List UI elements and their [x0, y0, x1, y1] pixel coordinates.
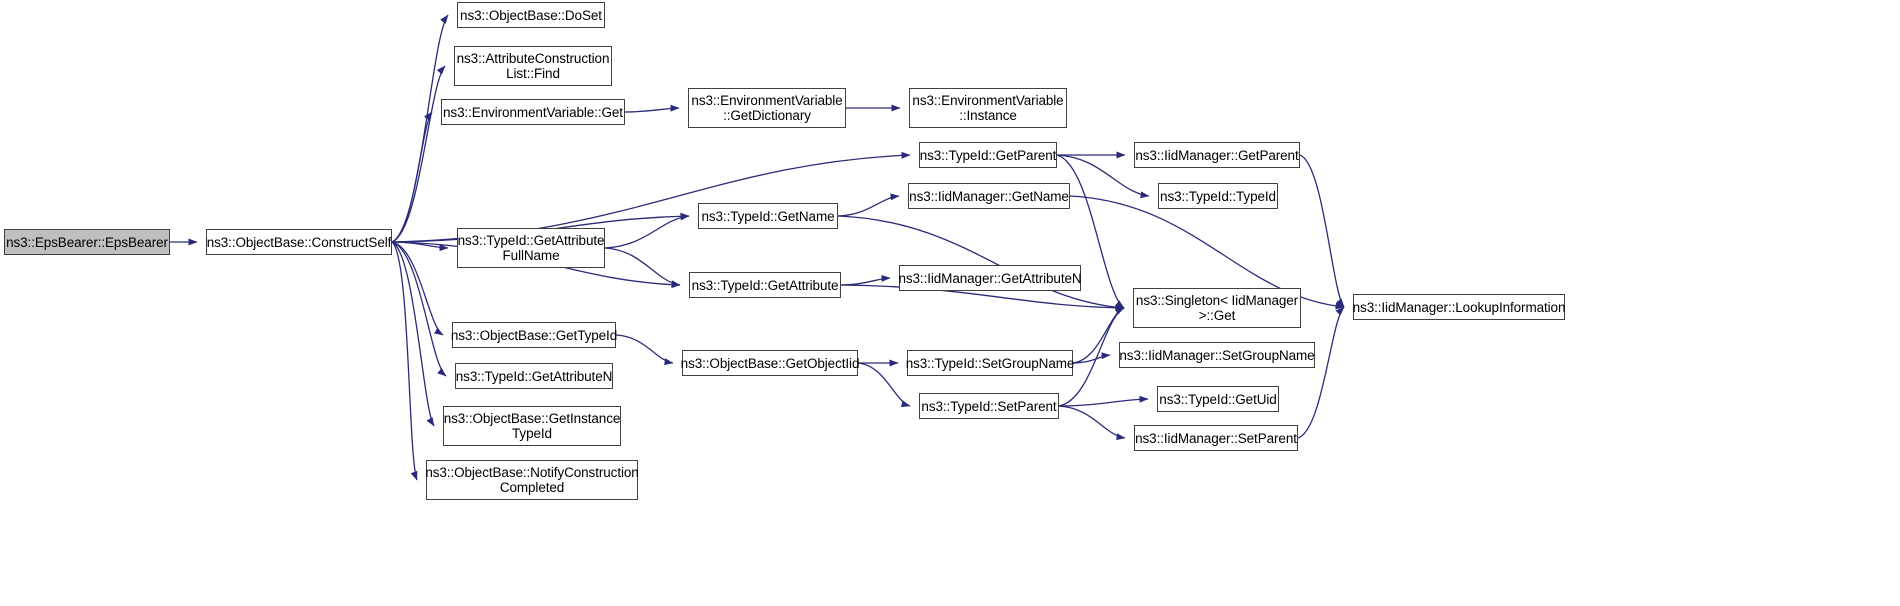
edge-tid_getattribute-to-iid_getattributen [840, 274, 891, 286]
edge-tid_setgroupname-to-singleton_get [1072, 307, 1125, 364]
edge-tid_setgroupname-to-iid_setgroupname [1072, 352, 1111, 364]
graph-node-eps_bearer[interactable]: ns3::EpsBearer::EpsBearer [4, 229, 170, 255]
edge-construct_self-to-ob_getinstancetypeid [391, 241, 435, 427]
edge-iid_getparent-to-iid_lookupinformation [1299, 154, 1345, 308]
graph-node-tid_getname[interactable]: ns3::TypeId::GetName [698, 203, 838, 229]
graph-node-tid_getparent[interactable]: ns3::TypeId::GetParent [919, 142, 1057, 168]
graph-node-do_set[interactable]: ns3::ObjectBase::DoSet [457, 2, 605, 28]
graph-node-env_get[interactable]: ns3::EnvironmentVariable::Get [441, 99, 625, 125]
edge-tid_getname-to-iid_getname [837, 193, 900, 217]
graph-node-ob_getinstancetypeid[interactable]: ns3::ObjectBase::GetInstance TypeId [443, 406, 621, 446]
edge-construct_self-to-ob_notifyconstruction [391, 241, 418, 481]
graph-node-iid_setparent[interactable]: ns3::IidManager::SetParent [1134, 425, 1298, 451]
graph-node-acl_find[interactable]: ns3::AttributeConstruction List::Find [454, 46, 612, 86]
graph-node-tid_getattribute[interactable]: ns3::TypeId::GetAttribute [689, 272, 841, 298]
graph-node-tid_getuid[interactable]: ns3::TypeId::GetUid [1157, 386, 1279, 412]
graph-node-tid_getattrfullname[interactable]: ns3::TypeId::GetAttribute FullName [457, 228, 605, 268]
edge-ob_getobjectiid-to-tid_setparent [857, 362, 911, 408]
edge-tid_getattrfullname-to-tid_getattribute [604, 247, 681, 288]
graph-node-iid_lookupinformation[interactable]: ns3::IidManager::LookupInformation [1353, 294, 1565, 320]
graph-node-env_getdict[interactable]: ns3::EnvironmentVariable ::GetDictionary [688, 88, 846, 128]
graph-node-ob_getobjectiid[interactable]: ns3::ObjectBase::GetObjectIid [681, 350, 859, 376]
edge-construct_self-to-tid_getattrfullname [391, 241, 449, 252]
edge-construct_self-to-do_set [391, 14, 449, 243]
edge-tid_setparent-to-tid_getuid [1058, 395, 1149, 407]
graph-node-tid_setparent[interactable]: ns3::TypeId::SetParent [919, 393, 1059, 419]
graph-node-tid_setgroupname[interactable]: ns3::TypeId::SetGroupName [906, 350, 1074, 376]
graph-node-singleton_get[interactable]: ns3::Singleton< IidManager >::Get [1133, 288, 1301, 328]
graph-node-iid_getname[interactable]: ns3::IidManager::GetName [908, 183, 1070, 209]
edge-construct_self-to-env_get [391, 111, 433, 243]
graph-node-tid_typeid[interactable]: ns3::TypeId::TypeId [1158, 183, 1278, 209]
graph-node-ob_notifyconstruction[interactable]: ns3::ObjectBase::NotifyConstruction Comp… [425, 460, 639, 500]
graph-node-env_instance[interactable]: ns3::EnvironmentVariable ::Instance [909, 88, 1067, 128]
edge-tid_getname-to-singleton_get [837, 215, 1125, 311]
graph-node-iid_getattributen[interactable]: ns3::IidManager::GetAttributeN [898, 265, 1082, 291]
edge-iid_setparent-to-iid_lookupinformation [1297, 306, 1345, 439]
edge-construct_self-to-acl_find [391, 65, 446, 243]
edge-tid_getattrfullname-to-tid_getname [604, 213, 690, 249]
edge-tid_setparent-to-iid_setparent [1058, 405, 1126, 441]
graph-node-construct_self[interactable]: ns3::ObjectBase::ConstructSelf [206, 229, 392, 255]
graph-node-iid_getparent[interactable]: ns3::IidManager::GetParent [1134, 142, 1300, 168]
edge-ob_gettypeid-to-ob_getobjectiid [615, 334, 674, 366]
graph-node-ob_gettypeid[interactable]: ns3::ObjectBase::GetTypeId [451, 322, 617, 348]
edge-construct_self-to-tid_getattributen [391, 241, 447, 377]
edge-env_get-to-env_getdict [624, 104, 680, 113]
graph-node-tid_getattributen[interactable]: ns3::TypeId::GetAttributeN [455, 363, 613, 389]
graph-node-iid_setgroupname[interactable]: ns3::IidManager::SetGroupName [1119, 342, 1315, 368]
edge-construct_self-to-ob_gettypeid [391, 241, 444, 336]
